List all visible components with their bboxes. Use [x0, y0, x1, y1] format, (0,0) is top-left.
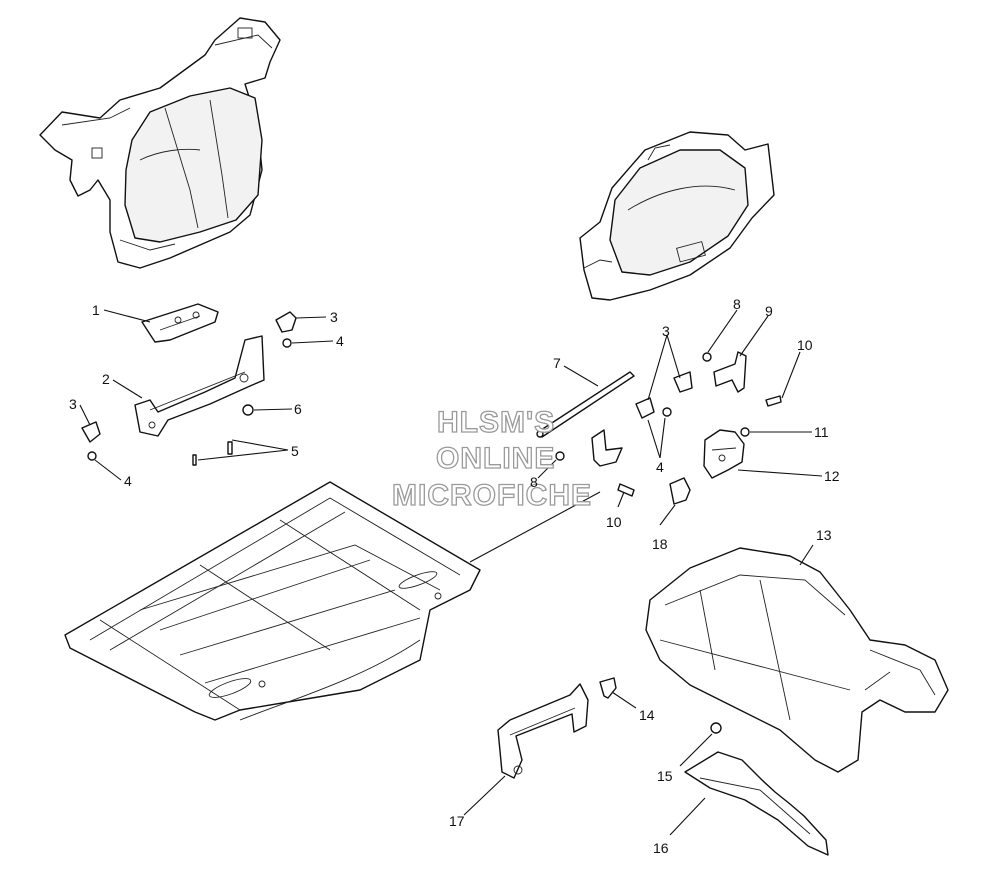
part-4-nut-right: [662, 407, 672, 417]
part-4-nut-left-top: [282, 338, 292, 348]
callout-7: 7: [553, 355, 561, 371]
callout-1: 1: [92, 302, 100, 318]
callout-3-left-top: 3: [330, 309, 338, 325]
callout-4-left-bottom: 4: [124, 473, 132, 489]
part-6-nut: [242, 404, 254, 416]
callout-4-right: 4: [656, 459, 664, 475]
watermark-line-1: HLSM'S: [437, 406, 555, 439]
callout-12: 12: [824, 468, 840, 484]
callout-8-top: 8: [733, 296, 741, 312]
part-9-bracket: [713, 351, 747, 393]
part-7-rod: [536, 371, 635, 438]
part-5-bolts: [192, 441, 233, 466]
callout-18: 18: [652, 536, 668, 552]
part-18-latch-block: [669, 477, 691, 505]
leader-lines: [79, 309, 823, 836]
callout-11: 11: [814, 424, 829, 440]
callout-3-right: 3: [662, 323, 670, 339]
rear-seat-back-assembly: [39, 17, 281, 269]
part-17-seat-latch-bracket: [497, 683, 589, 779]
part-8-bracket-center: [591, 429, 623, 467]
part-4-nut-left-bottom: [87, 451, 97, 461]
watermark-line-2: ONLINE: [436, 442, 555, 475]
front-seat-back-assembly: [579, 131, 775, 301]
part-3-clip-right-a: [635, 397, 655, 419]
callout-6: 6: [294, 401, 302, 417]
part-13-seat-cushion: [645, 547, 949, 773]
part-8-nut-top: [702, 352, 712, 362]
callout-2: 2: [102, 371, 110, 387]
part-12-latch-assembly: [703, 429, 745, 479]
part-14-bolt: [599, 677, 617, 699]
part-16-heat-shield: [684, 751, 829, 856]
callout-4-left-top: 4: [336, 333, 344, 349]
part-11-washer: [740, 427, 750, 437]
seat-frame: [64, 481, 481, 721]
callout-10-center: 10: [606, 514, 622, 530]
watermark: HLSM'S ONLINE MICROFICHE: [391, 405, 592, 512]
callout-17: 17: [449, 813, 465, 829]
part-2-seat-bracket: [134, 335, 265, 437]
part-10-bolt-center: [617, 483, 635, 497]
watermark-line-3: MICROFICHE: [392, 479, 592, 512]
callout-5: 5: [291, 443, 299, 459]
callout-15: 15: [657, 768, 673, 784]
callout-9: 9: [765, 303, 773, 319]
callout-8-center: 8: [530, 474, 538, 490]
callout-labels: 1 2 3 4 3 4 5 6 7 8 3 4 8 9 10 11 12 10 …: [69, 296, 840, 856]
part-1-bracket-plate: [141, 303, 219, 343]
part-3-clip-left-bottom: [81, 421, 101, 443]
part-15-nut: [710, 722, 722, 734]
callout-3-left-bottom: 3: [69, 396, 77, 412]
callout-10-right: 10: [797, 337, 813, 353]
part-3-clip-right-b: [673, 371, 693, 393]
callout-13: 13: [816, 527, 832, 543]
part-10-bolt-right: [765, 395, 782, 407]
part-3-clip-left-top: [275, 311, 297, 333]
part-8-nut-center: [555, 451, 565, 461]
callout-14: 14: [639, 707, 655, 723]
callout-16: 16: [653, 840, 669, 856]
